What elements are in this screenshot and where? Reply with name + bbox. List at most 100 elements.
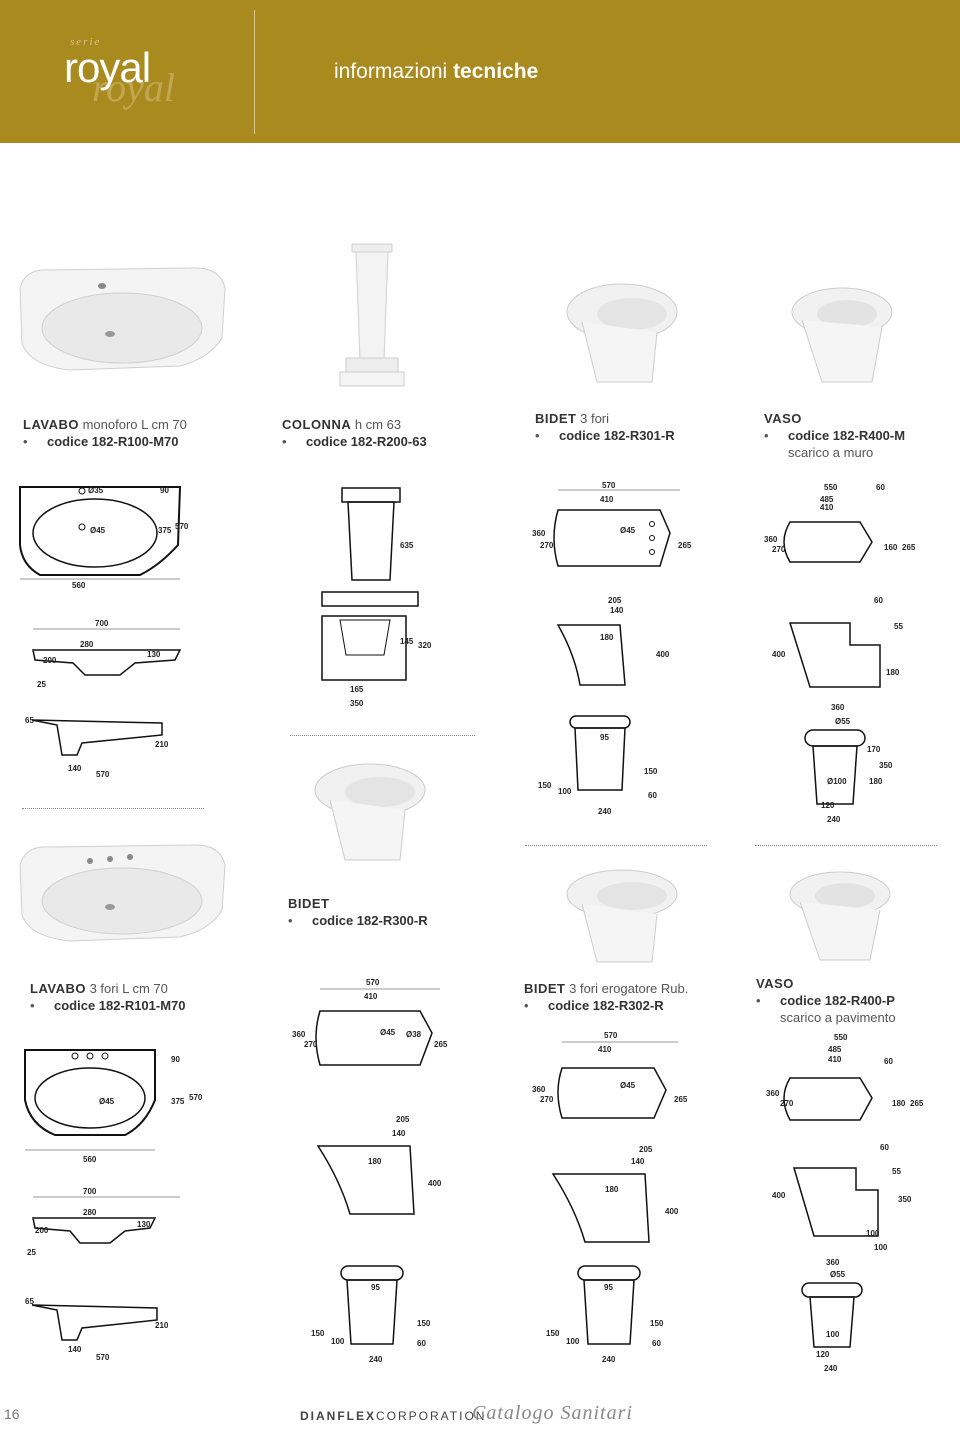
product-label-lavabo-monoforo: LAVABO monoforo L cm 70 •codice 182-R100… <box>23 417 187 449</box>
svg-text:570: 570 <box>96 770 110 779</box>
lavabo-monoforo-photo <box>19 267 226 371</box>
svg-text:60: 60 <box>884 1057 893 1066</box>
svg-text:360: 360 <box>532 1085 546 1094</box>
svg-text:60: 60 <box>874 596 883 605</box>
svg-text:205: 205 <box>639 1145 653 1154</box>
svg-text:160: 160 <box>884 543 898 552</box>
svg-text:240: 240 <box>598 807 612 816</box>
svg-text:65: 65 <box>25 1297 34 1306</box>
svg-text:265: 265 <box>902 543 916 552</box>
svg-text:240: 240 <box>602 1355 616 1364</box>
svg-text:560: 560 <box>83 1155 97 1164</box>
svg-text:150: 150 <box>311 1329 325 1338</box>
vaso-pav-top-drawing: 550 485 410 60 360 270 180 265 <box>766 1033 924 1121</box>
svg-text:150: 150 <box>644 767 658 776</box>
svg-text:Ø55: Ø55 <box>830 1270 846 1279</box>
separator-dotted <box>525 845 707 846</box>
svg-text:240: 240 <box>827 815 841 824</box>
product-label-colonna: COLONNA h cm 63 •codice 182-R200-63 <box>282 417 427 449</box>
svg-text:410: 410 <box>600 495 614 504</box>
svg-text:270: 270 <box>780 1099 794 1108</box>
svg-text:375: 375 <box>158 526 172 535</box>
svg-text:180: 180 <box>368 1157 382 1166</box>
bidet2-top-drawing: 570 410 360 270 Ø45 Ø38 265 <box>292 978 448 1066</box>
svg-text:700: 700 <box>95 619 109 628</box>
svg-text:560: 560 <box>72 581 86 590</box>
svg-text:270: 270 <box>540 1095 554 1104</box>
svg-text:350: 350 <box>898 1195 912 1204</box>
vaso-muro-top-drawing: 550 60 485 410 360 270 160 265 <box>764 483 916 563</box>
vaso-pavimento-photo <box>789 871 891 961</box>
svg-text:360: 360 <box>766 1089 780 1098</box>
svg-text:350: 350 <box>350 699 364 708</box>
svg-text:180: 180 <box>892 1099 906 1108</box>
svg-text:100: 100 <box>566 1337 580 1346</box>
svg-text:55: 55 <box>894 622 903 631</box>
separator-dotted <box>290 735 475 736</box>
svg-text:360: 360 <box>532 529 546 538</box>
svg-text:360: 360 <box>764 535 778 544</box>
svg-text:Ø38: Ø38 <box>406 1030 422 1039</box>
product-label-vaso-muro: VASO •codice 182-R400-M scarico a muro <box>764 411 906 460</box>
svg-text:320: 320 <box>418 641 432 650</box>
svg-text:55: 55 <box>892 1167 901 1176</box>
svg-text:90: 90 <box>160 486 169 495</box>
svg-text:205: 205 <box>608 596 622 605</box>
svg-text:150: 150 <box>546 1329 560 1338</box>
svg-text:410: 410 <box>364 992 378 1001</box>
svg-text:210: 210 <box>155 1321 169 1330</box>
svg-text:570: 570 <box>189 1093 203 1102</box>
vaso-muro-side-drawing: 60 55 400 180 <box>772 596 903 688</box>
brand-logo: royal <box>64 44 151 91</box>
svg-text:Ø35: Ø35 <box>88 486 104 495</box>
svg-text:100: 100 <box>558 787 572 796</box>
separator-dotted <box>22 808 204 809</box>
svg-text:60: 60 <box>652 1339 661 1348</box>
product-label-bidet-rub: BIDET 3 fori erogatore Rub. •codice 182-… <box>524 981 689 1013</box>
svg-text:140: 140 <box>610 606 624 615</box>
svg-text:570: 570 <box>604 1031 618 1040</box>
product-label-lavabo-3fori: LAVABO 3 fori L cm 70 •codice 182-R101-M… <box>30 981 186 1013</box>
svg-text:Ø45: Ø45 <box>620 1081 636 1090</box>
svg-text:700: 700 <box>83 1187 97 1196</box>
svg-text:60: 60 <box>876 483 885 492</box>
svg-text:130: 130 <box>147 650 161 659</box>
svg-text:95: 95 <box>604 1283 613 1292</box>
svg-text:240: 240 <box>369 1355 383 1364</box>
vaso-pav-side-drawing: 60 55 400 350 100 100 <box>772 1143 912 1252</box>
svg-text:485: 485 <box>828 1045 842 1054</box>
header-divider <box>254 10 255 134</box>
lavabo3-top-drawing: 90 Ø45 375 570 560 <box>24 1049 203 1164</box>
svg-text:375: 375 <box>171 1097 185 1106</box>
brand-script: royal <box>92 65 175 110</box>
svg-text:60: 60 <box>648 791 657 800</box>
bidet2-side-drawing: 205 140 180 400 <box>316 1115 442 1215</box>
footer-corporation: DIANFLEXCORPORATION <box>300 1409 487 1423</box>
svg-text:150: 150 <box>650 1319 664 1328</box>
product-label-bidet: BIDET •codice 182-R300-R <box>288 896 428 928</box>
bidet2-front-drawing: 95 150 100 150 60 240 <box>311 1265 431 1364</box>
svg-text:400: 400 <box>772 1191 786 1200</box>
svg-text:410: 410 <box>820 503 834 512</box>
svg-text:130: 130 <box>137 1220 151 1229</box>
vaso-pav-front-drawing: 360 Ø55 100 120 240 <box>801 1258 863 1373</box>
svg-text:100: 100 <box>874 1243 888 1252</box>
svg-text:95: 95 <box>600 733 609 742</box>
svg-text:210: 210 <box>155 740 169 749</box>
svg-text:140: 140 <box>631 1157 645 1166</box>
svg-text:400: 400 <box>772 650 786 659</box>
svg-text:150: 150 <box>417 1319 431 1328</box>
svg-text:95: 95 <box>371 1283 380 1292</box>
svg-text:Ø45: Ø45 <box>380 1028 396 1037</box>
svg-text:570: 570 <box>602 481 616 490</box>
svg-text:60: 60 <box>417 1339 426 1348</box>
svg-text:180: 180 <box>869 777 883 786</box>
svg-text:120: 120 <box>821 801 835 810</box>
svg-text:145: 145 <box>400 637 414 646</box>
svg-text:350: 350 <box>879 761 893 770</box>
bidet-top-drawing: 570 410 360 270 Ø45 265 <box>532 481 692 567</box>
brand-serie: serie <box>70 36 102 48</box>
colonna-drawing: 635 145 320 165 350 <box>321 487 432 708</box>
svg-text:570: 570 <box>175 522 189 531</box>
svg-text:570: 570 <box>96 1353 110 1362</box>
